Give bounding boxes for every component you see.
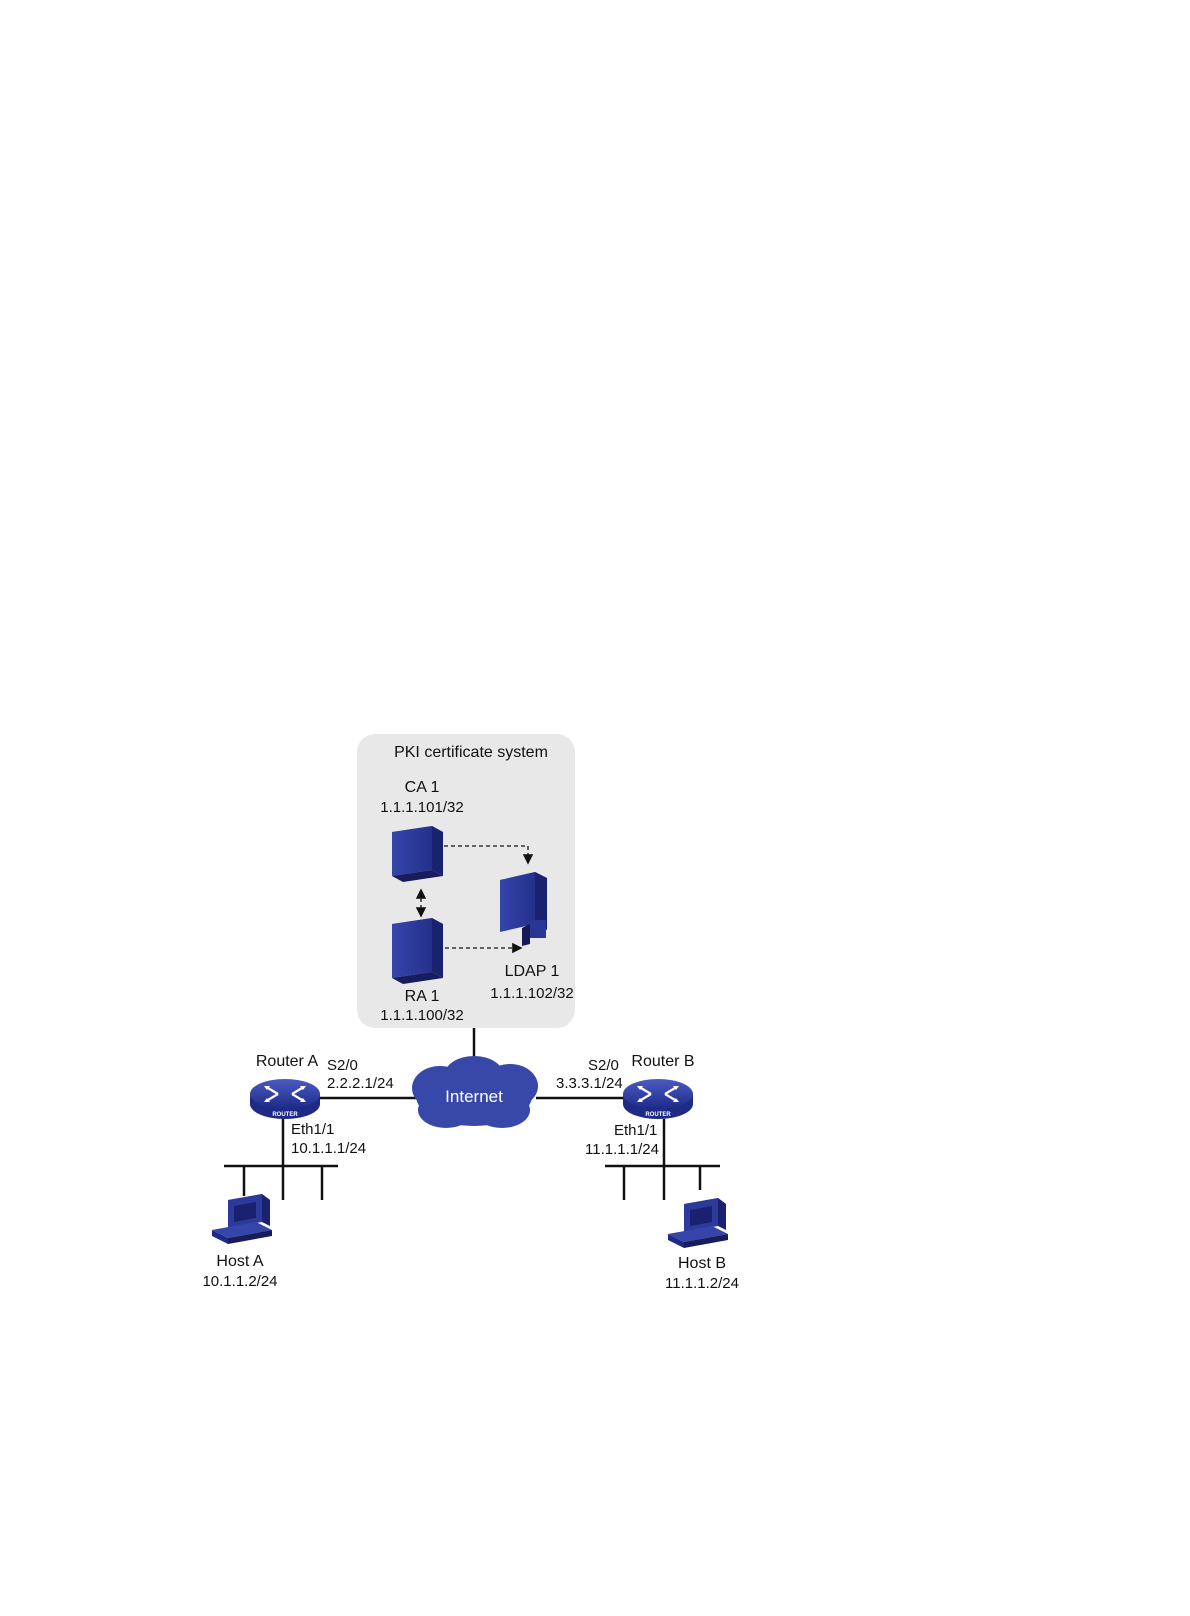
host-a-ip: 10.1.1.2/24 [202, 1273, 277, 1290]
router-b-lan-ip: 11.1.1.1/24 [585, 1141, 659, 1158]
ra-ip: 1.1.1.100/32 [380, 1007, 463, 1024]
ra-name: RA 1 [405, 988, 440, 1005]
router-a: Router A S2/0 2.2.2.1/24 ROUTER Eth1/1 1… [250, 1053, 394, 1157]
internet-label: Internet [445, 1087, 503, 1106]
router-b-lan-port: Eth1/1 [614, 1122, 657, 1139]
router-b-wan-port: S2/0 [588, 1057, 619, 1074]
router-b-wan-ip: 3.3.3.1/24 [556, 1075, 623, 1092]
host-b: Host B 11.1.1.2/24 [665, 1198, 739, 1292]
computer-icon [668, 1198, 728, 1248]
router-icon: ROUTER [250, 1079, 320, 1119]
router-a-wan-port: S2/0 [327, 1057, 358, 1074]
host-b-ip: 11.1.1.2/24 [665, 1275, 739, 1292]
ldap-name: LDAP 1 [505, 963, 560, 980]
router-b-name: Router B [631, 1053, 694, 1070]
router-a-badge: ROUTER [272, 1112, 298, 1118]
computer-icon [212, 1194, 272, 1244]
internet-cloud: Internet [412, 1056, 538, 1128]
server-icon [392, 826, 443, 882]
ca-ip: 1.1.1.101/32 [380, 799, 463, 816]
router-a-name: Router A [256, 1053, 319, 1070]
host-a-name: Host A [216, 1253, 263, 1270]
host-a: Host A 10.1.1.2/24 [202, 1194, 277, 1290]
ca-name: CA 1 [405, 779, 440, 796]
router-b: Router B S2/0 3.3.3.1/24 ROUTER Eth1/1 1… [556, 1053, 695, 1158]
router-a-wan-ip: 2.2.2.1/24 [327, 1075, 394, 1092]
ldap-ip: 1.1.1.102/32 [490, 985, 573, 1002]
router-a-lan-ip: 10.1.1.1/24 [291, 1140, 366, 1157]
server-icon [392, 918, 443, 984]
pki-system-title: PKI certificate system [394, 744, 548, 761]
router-b-badge: ROUTER [645, 1112, 671, 1118]
host-b-name: Host B [678, 1255, 726, 1272]
router-icon: ROUTER [623, 1079, 693, 1119]
router-a-lan-port: Eth1/1 [291, 1121, 334, 1138]
